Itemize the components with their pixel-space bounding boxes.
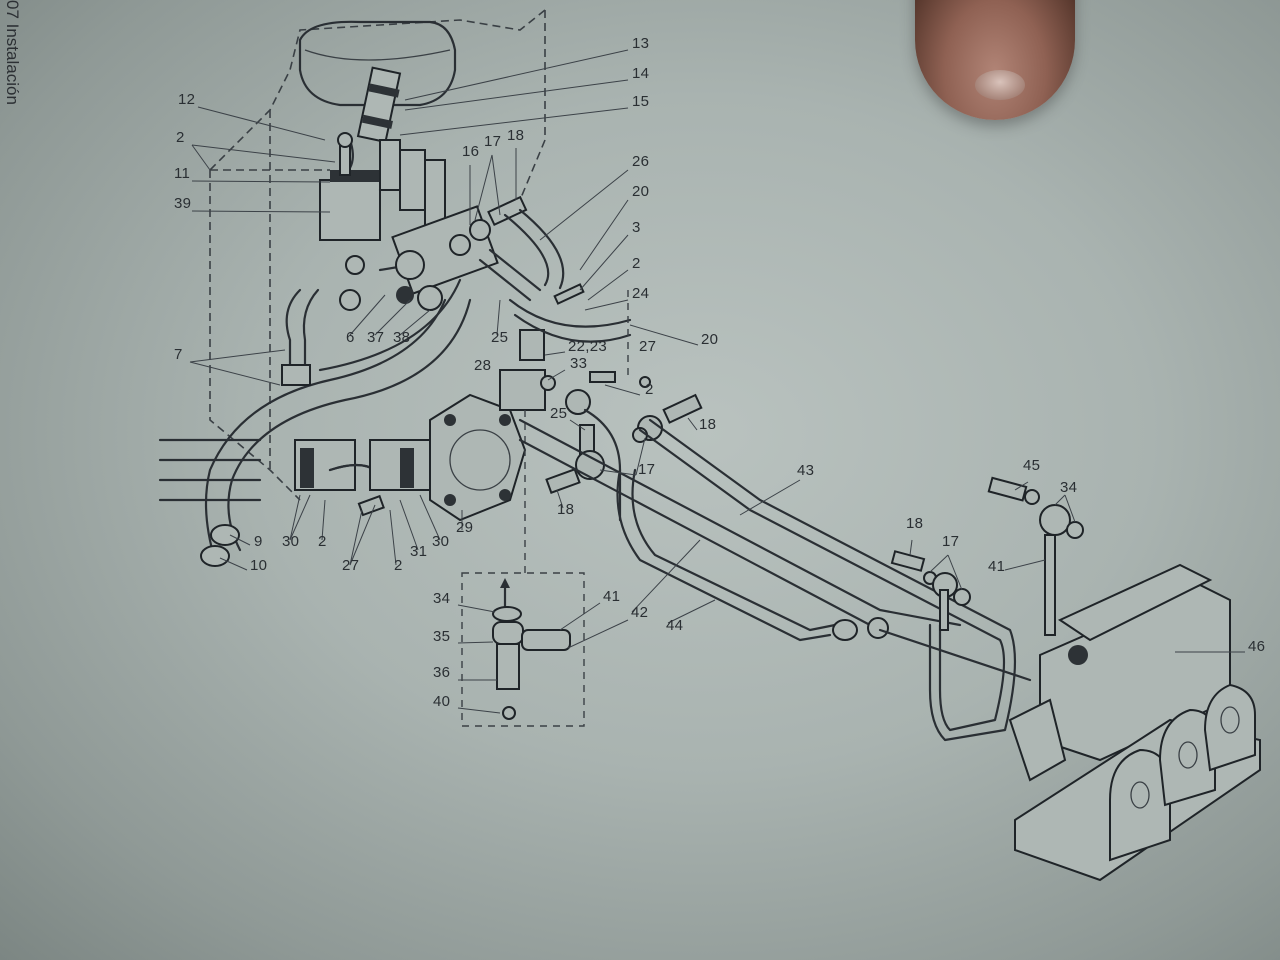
injection-pump-46 xyxy=(1008,563,1261,882)
valve-block xyxy=(339,195,545,361)
callout-c16: 16 xyxy=(462,143,480,160)
callout-c43: 43 xyxy=(797,462,815,479)
callout-c3: 3 xyxy=(632,219,641,236)
callout-c28: 28 xyxy=(474,357,492,374)
callout-c25a: 25 xyxy=(491,329,509,346)
callout-c41a: 41 xyxy=(988,558,1006,575)
callout-c18d: 18 xyxy=(906,515,924,532)
callout-c45: 45 xyxy=(1023,457,1041,474)
engine-block-outline xyxy=(209,9,546,501)
callout-c42: 42 xyxy=(631,604,649,621)
long-pipes xyxy=(518,418,1032,742)
callout-c40: 40 xyxy=(433,693,451,710)
callout-c20a: 20 xyxy=(632,183,650,200)
callout-c2c: 2 xyxy=(645,381,654,398)
leader-lines xyxy=(189,49,1245,714)
callout-c30a: 30 xyxy=(282,533,300,550)
banjo-fittings-mid xyxy=(545,283,703,522)
flange-assembly xyxy=(294,439,431,517)
callout-c33: 33 xyxy=(570,355,588,372)
hoses xyxy=(503,208,632,343)
callout-c18c: 18 xyxy=(557,501,575,518)
callout-c29: 29 xyxy=(456,519,474,536)
callout-c10: 10 xyxy=(250,557,268,574)
callout-c25b: 25 xyxy=(550,405,568,422)
callout-c13: 13 xyxy=(632,35,650,52)
callout-c17c: 17 xyxy=(942,533,960,550)
callout-c26: 26 xyxy=(632,153,650,170)
callout-c34a: 34 xyxy=(1060,479,1078,496)
callout-c18b: 18 xyxy=(699,416,717,433)
main-tubes xyxy=(158,278,472,567)
callout-c6: 6 xyxy=(346,329,355,346)
callout-c35: 35 xyxy=(433,628,451,645)
callout-c39: 39 xyxy=(174,195,192,212)
callout-c37: 37 xyxy=(367,329,385,346)
callout-c27b: 27 xyxy=(342,557,360,574)
callout-c38: 38 xyxy=(393,329,411,346)
callout-c17a: 17 xyxy=(484,133,502,150)
callout-c2e: 2 xyxy=(394,557,403,574)
callout-c7: 7 xyxy=(174,346,183,363)
callout-c9: 9 xyxy=(254,533,263,550)
callout-c14: 14 xyxy=(632,65,650,82)
callout-c2b: 2 xyxy=(632,255,641,272)
callout-c15: 15 xyxy=(632,93,650,110)
callout-c41b: 41 xyxy=(603,588,621,605)
callout-c46: 46 xyxy=(1248,638,1266,655)
right-fittings xyxy=(890,476,1084,636)
fingernail xyxy=(975,70,1025,100)
callout-c17b: 17 xyxy=(638,461,656,478)
callout-c20b: 20 xyxy=(701,331,719,348)
callout-c34b: 34 xyxy=(433,590,451,607)
callout-c44: 44 xyxy=(666,617,684,634)
callout-c2223: 22,23 xyxy=(568,338,608,355)
callout-c2d: 2 xyxy=(318,533,327,550)
pump-29 xyxy=(429,369,556,522)
callout-c24: 24 xyxy=(632,285,650,302)
callout-c36: 36 xyxy=(433,664,451,681)
callout-c27a: 27 xyxy=(639,338,657,355)
callout-c12: 12 xyxy=(178,91,196,108)
callout-c11: 11 xyxy=(174,165,191,182)
callout-c30b: 30 xyxy=(432,533,450,550)
callout-c2a: 2 xyxy=(176,129,185,146)
callout-c18a: 18 xyxy=(507,127,525,144)
inset-detail xyxy=(461,572,585,727)
callout-c31: 31 xyxy=(410,543,428,560)
